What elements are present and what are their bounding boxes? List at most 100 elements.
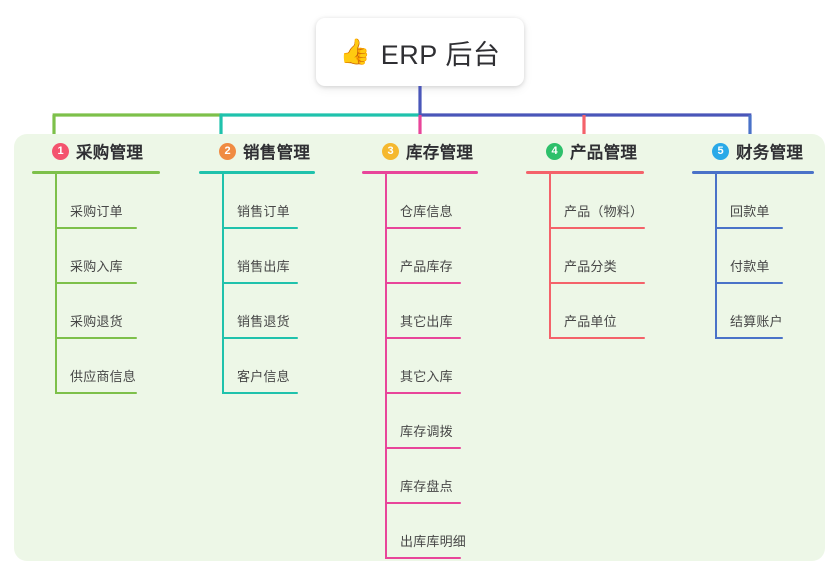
- list-item-label: 付款单: [730, 259, 770, 274]
- column-1: 1 采购管理采购订单采购入库采购退货供应商信息: [32, 134, 160, 394]
- column-header-5[interactable]: 5 财务管理: [692, 134, 814, 168]
- column-header-2[interactable]: 2 销售管理: [199, 134, 315, 168]
- list-item[interactable]: 付款单: [692, 229, 814, 284]
- list-item-rule: [385, 392, 461, 394]
- column-header-4[interactable]: 4 产品管理: [526, 134, 644, 168]
- list-item-label: 结算账户: [730, 314, 783, 329]
- list-item[interactable]: 库存调拨: [362, 394, 478, 449]
- column-rule-5: [692, 171, 814, 174]
- list-item-rule: [715, 337, 783, 339]
- list-item[interactable]: 销售订单: [199, 174, 315, 229]
- list-item-label: 回款单: [730, 204, 770, 219]
- list-item-rule: [385, 502, 461, 504]
- column-title-5: 财务管理: [736, 144, 804, 162]
- list-item-label: 供应商信息: [70, 369, 137, 384]
- column-badge-3: 3: [382, 142, 399, 160]
- list-item[interactable]: 结算账户: [692, 284, 814, 339]
- column-spine-4: [549, 174, 551, 339]
- list-item-rule: [222, 392, 298, 394]
- list-item-rule: [385, 447, 461, 449]
- column-title-4: 产品管理: [570, 144, 638, 162]
- column-items-4: 产品（物料） 产品分类产品单位: [526, 174, 645, 339]
- list-item-label: 采购订单: [70, 204, 123, 219]
- list-item-rule: [385, 337, 461, 339]
- list-item[interactable]: 其它出库: [362, 284, 478, 339]
- column-title-1: 采购管理: [76, 144, 144, 162]
- column-items-3: 仓库信息产品库存其它出库其它入库库存调拨库存盘点出库库明细: [362, 174, 478, 559]
- list-item-label: 客户信息: [237, 369, 290, 384]
- list-item[interactable]: 库存盘点: [362, 449, 478, 504]
- column-badge-2: 2: [219, 142, 236, 160]
- list-item-label: 其它出库: [400, 314, 453, 329]
- list-item[interactable]: 出库库明细: [362, 504, 478, 559]
- list-item-label: 库存盘点: [400, 479, 453, 494]
- root-node-card[interactable]: 👍 ERP 后台: [316, 18, 524, 86]
- root-node-title: ERP 后台: [380, 39, 501, 70]
- column-header-1[interactable]: 1 采购管理: [32, 134, 160, 168]
- list-item[interactable]: 供应商信息: [32, 339, 160, 394]
- list-item[interactable]: 仓库信息: [362, 174, 478, 229]
- list-item-rule: [549, 337, 645, 339]
- list-item-label: 产品单位: [564, 314, 617, 329]
- list-item-rule: [55, 227, 137, 229]
- list-item-label: 产品库存: [400, 259, 453, 274]
- column-rule-2: [199, 171, 315, 174]
- list-item[interactable]: 采购退货: [32, 284, 160, 339]
- list-item[interactable]: 产品单位: [526, 284, 645, 339]
- list-item-rule: [55, 282, 137, 284]
- list-item-label: 出库库明细: [400, 534, 467, 549]
- list-item-rule: [55, 337, 137, 339]
- column-title-2: 销售管理: [243, 144, 311, 162]
- list-item-rule: [715, 227, 783, 229]
- column-2: 2 销售管理销售订单销售出库销售退货客户信息: [199, 134, 315, 394]
- list-item-rule: [549, 227, 645, 229]
- column-5: 5 财务管理回款单付款单结算账户: [692, 134, 814, 339]
- column-badge-1: 1: [52, 142, 69, 160]
- column-spine-3: [385, 174, 387, 559]
- list-item-label: 其它入库: [400, 369, 453, 384]
- column-title-3: 库存管理: [406, 144, 474, 162]
- list-item-rule: [385, 227, 461, 229]
- list-item-rule: [55, 392, 137, 394]
- list-item[interactable]: 其它入库: [362, 339, 478, 394]
- list-item[interactable]: 回款单: [692, 174, 814, 229]
- column-4: 4 产品管理产品（物料） 产品分类产品单位: [526, 134, 645, 339]
- list-item-label: 产品分类: [564, 259, 617, 274]
- list-item[interactable]: 销售退货: [199, 284, 315, 339]
- columns-layer: 1 采购管理采购订单采购入库采购退货供应商信息 2 销售管理销售订单销售出库销售退货客…: [14, 134, 825, 561]
- list-item-label: 采购退货: [70, 314, 123, 329]
- thumbs-up-icon: 👍: [339, 37, 371, 66]
- column-items-5: 回款单付款单结算账户: [692, 174, 814, 339]
- list-item[interactable]: 产品（物料）: [526, 174, 645, 229]
- list-item[interactable]: 产品分类: [526, 229, 645, 284]
- list-item-rule: [222, 282, 298, 284]
- list-item-label: 采购入库: [70, 259, 123, 274]
- list-item-rule: [549, 282, 645, 284]
- list-item[interactable]: 客户信息: [199, 339, 315, 394]
- column-badge-4: 4: [546, 142, 563, 160]
- column-items-2: 销售订单销售出库销售退货客户信息: [199, 174, 315, 394]
- diagram-panel: [14, 134, 825, 561]
- list-item-label: 仓库信息: [400, 204, 453, 219]
- list-item-rule: [222, 227, 298, 229]
- column-items-1: 采购订单采购入库采购退货供应商信息: [32, 174, 160, 394]
- list-item[interactable]: 产品库存: [362, 229, 478, 284]
- list-item-rule: [222, 337, 298, 339]
- column-spine-5: [715, 174, 717, 339]
- column-rule-3: [362, 171, 478, 174]
- list-item-label: 销售退货: [237, 314, 290, 329]
- list-item[interactable]: 销售出库: [199, 229, 315, 284]
- list-item-rule: [385, 557, 461, 559]
- list-item-label: 库存调拨: [400, 424, 453, 439]
- list-item-rule: [385, 282, 461, 284]
- list-item-label: 产品（物料）: [564, 204, 644, 219]
- column-rule-4: [526, 171, 644, 174]
- column-spine-2: [222, 174, 224, 394]
- list-item[interactable]: 采购入库: [32, 229, 160, 284]
- column-header-3[interactable]: 3 库存管理: [362, 134, 478, 168]
- column-badge-5: 5: [712, 142, 729, 160]
- list-item[interactable]: 采购订单: [32, 174, 160, 229]
- list-item-label: 销售出库: [237, 259, 290, 274]
- list-item-label: 销售订单: [237, 204, 290, 219]
- list-item-rule: [715, 282, 783, 284]
